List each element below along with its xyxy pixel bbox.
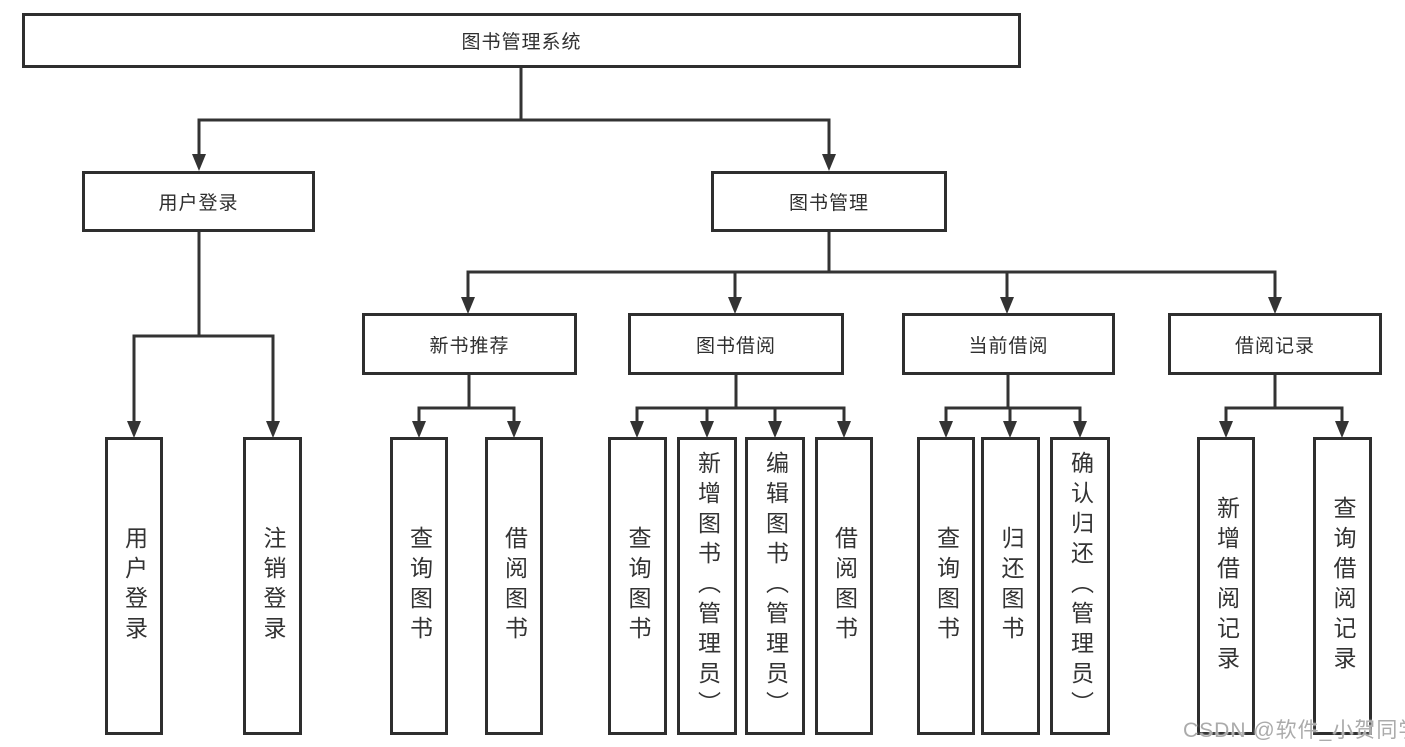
node-label: 图书管理系统 — [461, 32, 582, 53]
node-label: 图书借阅 — [695, 335, 776, 357]
node-user-login: 用户登录 — [82, 171, 315, 232]
leaf-label: 编辑图书（管理员） — [762, 451, 789, 721]
leaf-label: 查询图书 — [933, 526, 960, 646]
node-label: 借阅记录 — [1234, 335, 1315, 357]
leaf-label: 确认归还（管理员） — [1067, 451, 1094, 721]
node-label: 新书推荐 — [429, 335, 510, 357]
node-book-borrowing: 图书借阅 — [628, 313, 844, 375]
leaf-query-books: 查询图书 — [390, 437, 448, 735]
leaf-label: 归还图书 — [998, 526, 1024, 646]
leaf-label: 新增借阅记录 — [1213, 496, 1240, 676]
node-label: 图书管理 — [788, 193, 869, 214]
node-borrow-records: 借阅记录 — [1168, 313, 1382, 375]
leaf-query-books: 查询图书 — [917, 437, 975, 735]
leaf-label: 借阅图书 — [501, 526, 528, 646]
leaf-label: 用户登录 — [121, 526, 148, 646]
leaf-return-books: 归还图书 — [981, 437, 1040, 735]
leaf-logout: 注销登录 — [243, 437, 302, 735]
leaf-label: 查询图书 — [406, 526, 433, 646]
leaf-add-borrow-record: 新增借阅记录 — [1197, 437, 1255, 735]
leaf-label: 借阅图书 — [831, 526, 858, 646]
node-book-management: 图书管理 — [711, 171, 947, 232]
leaf-user-login: 用户登录 — [105, 437, 163, 735]
arrowheads — [127, 154, 1349, 438]
leaf-label: 注销登录 — [260, 526, 286, 646]
leaf-label: 新增图书（管理员） — [694, 451, 721, 721]
node-label: 用户登录 — [158, 193, 239, 214]
leaf-borrow-books: 借阅图书 — [485, 437, 543, 735]
node-new-book-recommend: 新书推荐 — [362, 313, 577, 375]
node-current-borrowing: 当前借阅 — [902, 313, 1115, 375]
leaf-query-books: 查询图书 — [608, 437, 667, 735]
leaf-add-books-admin: 新增图书（管理员） — [677, 437, 737, 735]
leaf-query-borrow-record: 查询借阅记录 — [1313, 437, 1372, 735]
node-root-system: 图书管理系统 — [22, 13, 1021, 68]
leaf-label: 查询图书 — [625, 526, 651, 646]
leaf-confirm-return-admin: 确认归还（管理员） — [1050, 437, 1110, 735]
leaf-borrow-books: 借阅图书 — [815, 437, 873, 735]
leaf-edit-books-admin: 编辑图书（管理员） — [745, 437, 805, 735]
node-label: 当前借阅 — [968, 335, 1049, 357]
leaf-label: 查询借阅记录 — [1330, 496, 1356, 676]
csdn-watermark: CSDN @软件_小贺同学 — [1183, 719, 1405, 742]
